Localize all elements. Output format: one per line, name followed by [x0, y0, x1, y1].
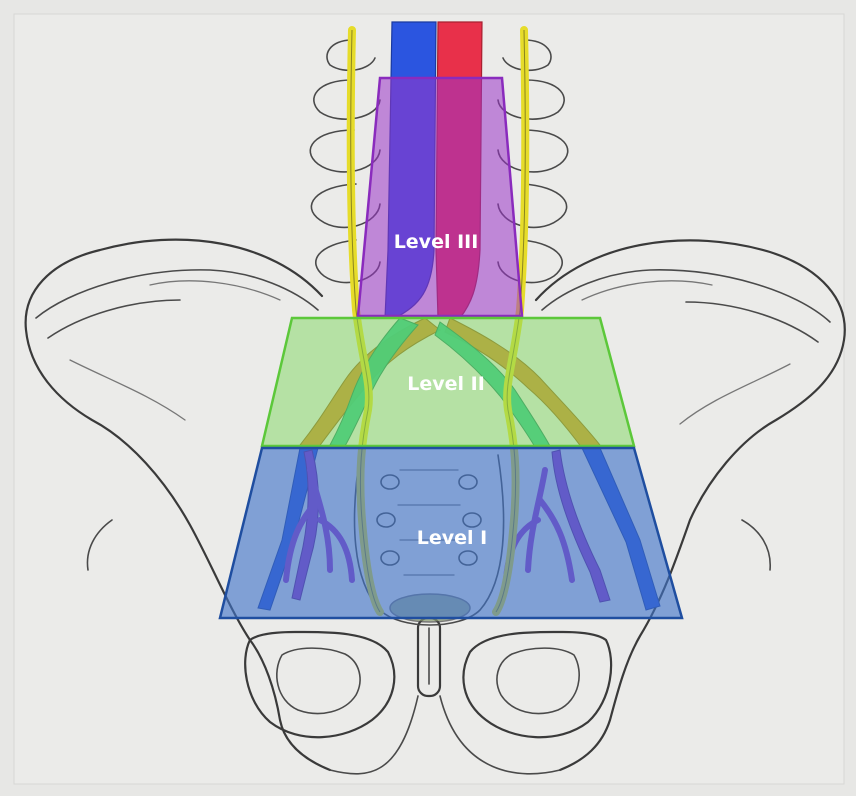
level-1-label: Level I	[417, 527, 487, 549]
level-3-label: Level III	[394, 231, 479, 253]
level-3-region	[358, 78, 522, 316]
level-2-label: Level II	[407, 373, 485, 395]
